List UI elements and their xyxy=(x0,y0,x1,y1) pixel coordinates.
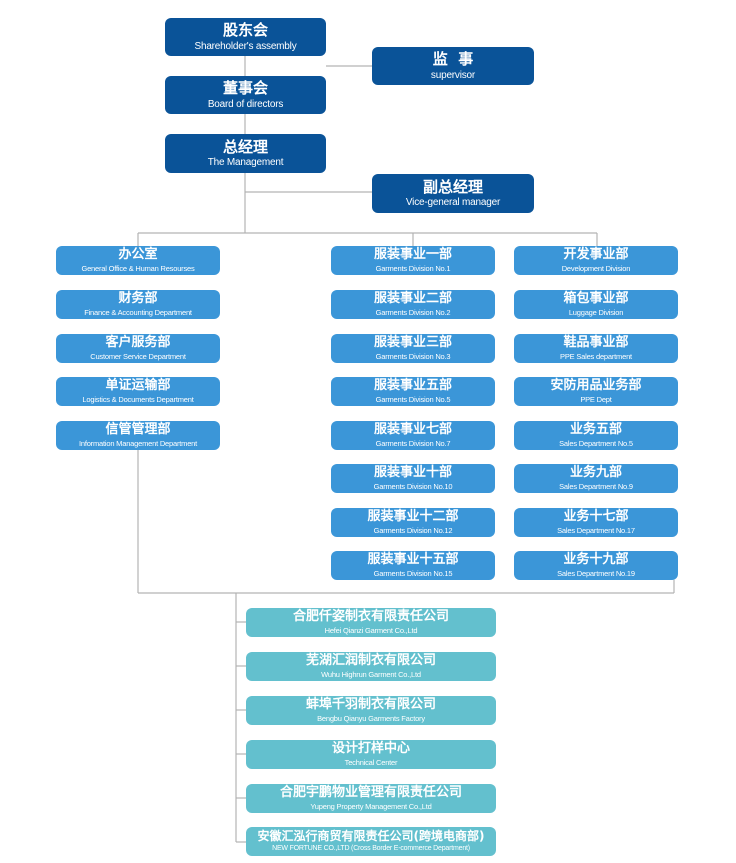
garments-division-box: 服装事业一部 Garments Division No.1 xyxy=(331,246,495,275)
garments-division-box: 服装事业七部 Garments Division No.7 xyxy=(331,421,495,450)
box-title-en: Garments Division No.3 xyxy=(375,351,451,361)
box-title-en: Vice-general manager xyxy=(405,197,501,209)
box-title-en: PPE Dept xyxy=(580,394,612,404)
management-box: 总经理 The Management xyxy=(165,134,326,173)
subsidiary-box: 安徽汇泓行商贸有限责任公司(跨境电商部) NEW FORTUNE CO.,LTD… xyxy=(246,827,496,856)
box-title-en: Hefei Qianzi Garment Co.,Ltd xyxy=(324,625,418,635)
box-title-cn: 蚌埠千羽制衣有限公司 xyxy=(305,697,436,713)
box-title-en: Garments Division No.10 xyxy=(373,481,453,491)
box-title-en: Yupeng Property Management Co.,Ltd xyxy=(310,801,432,811)
box-title-cn: 设计打样中心 xyxy=(331,741,410,757)
box-title-cn: 业务十九部 xyxy=(563,552,629,568)
box-title-en: PPE Sales department xyxy=(560,351,632,361)
box-title-en: Logistics & Documents Department xyxy=(82,394,194,404)
sales-department-box: 业务十七部 Sales Department No.17 xyxy=(514,508,678,537)
box-title-cn: 业务九部 xyxy=(569,465,622,481)
box-title-cn: 董事会 xyxy=(222,79,268,98)
box-title-cn: 服装事业十五部 xyxy=(367,552,459,568)
box-title-cn: 合肥宇鹏物业管理有限责任公司 xyxy=(279,785,462,801)
garments-division-box: 服装事业十二部 Garments Division No.12 xyxy=(331,508,495,537)
box-title-en: Wuhu Highrun Garment Co.,Ltd xyxy=(321,669,421,679)
box-title-cn: 财务部 xyxy=(118,291,158,307)
garments-division-box: 服装事业十部 Garments Division No.10 xyxy=(331,464,495,493)
box-title-en: Development Division xyxy=(561,263,631,273)
garments-division-box: 服装事业十五部 Garments Division No.15 xyxy=(331,551,495,580)
box-title-cn: 服装事业一部 xyxy=(373,247,452,263)
box-title-en: Sales Department No.9 xyxy=(559,481,633,491)
box-title-en: Sales Department No.19 xyxy=(557,568,635,578)
general-office-box: 办公室 General Office & Human Resourses xyxy=(56,246,220,275)
box-title-en: Technical Center xyxy=(344,757,398,767)
information-management-box: 信管管理部 Information Management Department xyxy=(56,421,220,450)
box-title-en: Luggage Division xyxy=(568,307,624,317)
box-title-en: Garments Division No.7 xyxy=(375,438,451,448)
box-title-cn: 副总经理 xyxy=(422,177,483,196)
vice-general-manager-box: 副总经理 Vice-general manager xyxy=(372,174,534,213)
box-title-en: Bengbu Qianyu Garments Factory xyxy=(317,713,425,723)
sales-department-box: 业务五部 Sales Department No.5 xyxy=(514,421,678,450)
subsidiary-box: 蚌埠千羽制衣有限公司 Bengbu Qianyu Garments Factor… xyxy=(246,696,496,725)
customer-service-box: 客户服务部 Customer Service Department xyxy=(56,334,220,363)
sales-department-box: 业务十九部 Sales Department No.19 xyxy=(514,551,678,580)
subsidiary-box: 合肥仟姿制衣有限责任公司 Hefei Qianzi Garment Co.,Lt… xyxy=(246,608,496,637)
box-title-cn: 总经理 xyxy=(222,137,268,156)
box-title-en: Customer Service Department xyxy=(90,351,186,361)
box-title-cn: 监 事 xyxy=(432,50,474,69)
box-title-en: Board of directors xyxy=(207,98,284,110)
box-title-cn: 服装事业五部 xyxy=(373,378,452,394)
box-title-cn: 箱包事业部 xyxy=(563,291,629,307)
luggage-division-box: 箱包事业部 Luggage Division xyxy=(514,290,678,319)
shareholders-assembly-box: 股东会 Shareholder's assembly xyxy=(165,18,326,56)
box-title-cn: 芜湖汇润制衣有限公司 xyxy=(305,653,436,669)
box-title-en: Information Management Department xyxy=(78,438,198,448)
box-title-cn: 开发事业部 xyxy=(563,247,629,263)
sales-department-box: 业务九部 Sales Department No.9 xyxy=(514,464,678,493)
ppe-dept-box: 安防用品业务部 PPE Dept xyxy=(514,377,678,406)
box-title-en: Sales Department No.5 xyxy=(559,438,633,448)
box-title-cn: 服装事业十部 xyxy=(373,465,452,481)
box-title-en: The Management xyxy=(207,157,284,169)
finance-box: 财务部 Finance & Accounting Department xyxy=(56,290,220,319)
box-title-cn: 办公室 xyxy=(118,247,158,263)
footwear-division-box: 鞋品事业部 PPE Sales department xyxy=(514,334,678,363)
subsidiary-box: 合肥宇鹏物业管理有限责任公司 Yupeng Property Managemen… xyxy=(246,784,496,813)
supervisor-box: 监 事 supervisor xyxy=(372,47,534,85)
logistics-box: 单证运输部 Logistics & Documents Department xyxy=(56,377,220,406)
box-title-en: NEW FORTUNE CO.,LTD (Cross Border E-comm… xyxy=(272,845,470,853)
box-title-cn: 服装事业二部 xyxy=(373,291,452,307)
box-title-cn: 服装事业十二部 xyxy=(367,509,459,525)
box-title-cn: 鞋品事业部 xyxy=(563,335,629,351)
box-title-cn: 业务十七部 xyxy=(563,509,629,525)
box-title-en: Garments Division No.15 xyxy=(373,568,453,578)
subsidiary-box: 设计打样中心 Technical Center xyxy=(246,740,496,769)
box-title-cn: 服装事业七部 xyxy=(373,422,452,438)
box-title-en: Garments Division No.2 xyxy=(375,307,451,317)
box-title-cn: 安徽汇泓行商贸有限责任公司(跨境电商部) xyxy=(257,829,485,844)
box-title-cn: 信管管理部 xyxy=(105,422,171,438)
box-title-en: Garments Division No.12 xyxy=(373,525,453,535)
box-title-cn: 安防用品业务部 xyxy=(550,378,642,394)
box-title-en: Finance & Accounting Department xyxy=(84,307,192,317)
box-title-cn: 业务五部 xyxy=(569,422,622,438)
development-division-box: 开发事业部 Development Division xyxy=(514,246,678,275)
box-title-cn: 单证运输部 xyxy=(105,378,171,394)
box-title-cn: 股东会 xyxy=(222,21,268,40)
garments-division-box: 服装事业三部 Garments Division No.3 xyxy=(331,334,495,363)
box-title-cn: 合肥仟姿制衣有限责任公司 xyxy=(292,609,449,625)
garments-division-box: 服装事业五部 Garments Division No.5 xyxy=(331,377,495,406)
box-title-cn: 服装事业三部 xyxy=(373,335,452,351)
garments-division-box: 服装事业二部 Garments Division No.2 xyxy=(331,290,495,319)
box-title-en: Shareholder's assembly xyxy=(194,40,297,52)
box-title-en: General Office & Human Resourses xyxy=(81,263,195,273)
box-title-en: Garments Division No.1 xyxy=(375,263,451,273)
box-title-en: Garments Division No.5 xyxy=(375,394,451,404)
box-title-en: Sales Department No.17 xyxy=(557,525,635,535)
box-title-cn: 客户服务部 xyxy=(105,335,171,351)
subsidiary-box: 芜湖汇润制衣有限公司 Wuhu Highrun Garment Co.,Ltd xyxy=(246,652,496,681)
box-title-en: supervisor xyxy=(430,69,476,81)
board-of-directors-box: 董事会 Board of directors xyxy=(165,76,326,114)
